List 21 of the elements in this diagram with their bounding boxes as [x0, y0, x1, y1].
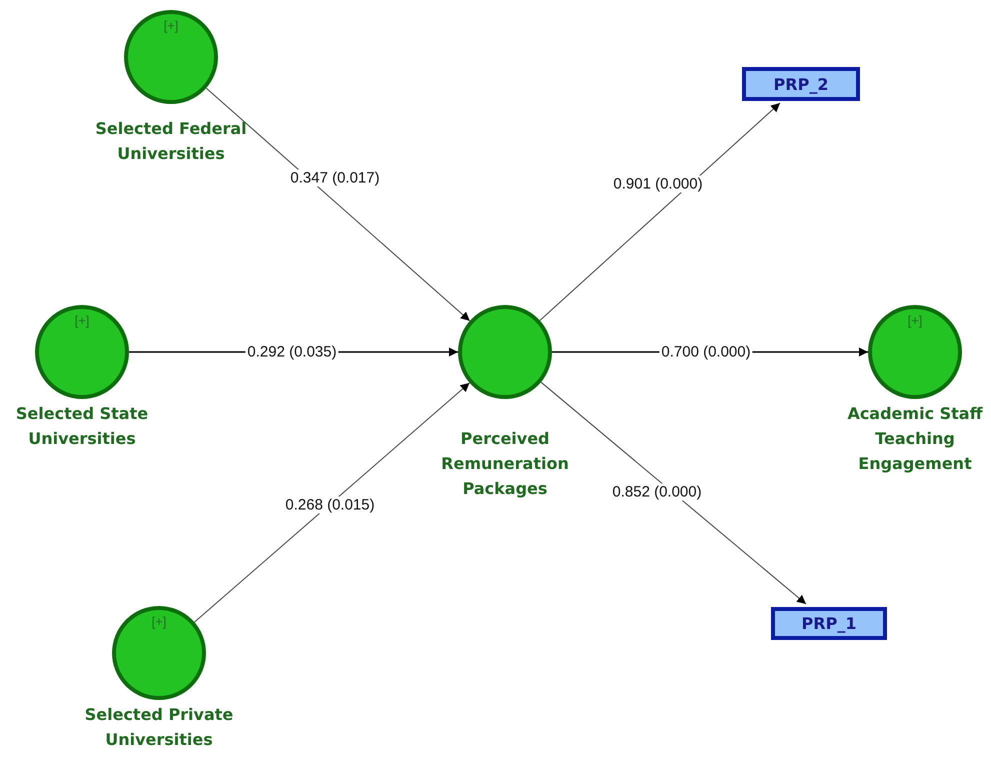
construct-label: Selected Private Universities	[84, 704, 234, 751]
indicator-box: PRP_1	[771, 607, 887, 640]
expand-marker: [+]	[74, 313, 90, 328]
construct-label: Selected Federal Universities	[94, 118, 248, 165]
edge-label: 0.268 (0.015)	[283, 496, 377, 514]
expand-marker: [+]	[150, 614, 168, 629]
arrow	[539, 102, 780, 321]
edge-label: 0.852 (0.000)	[610, 484, 704, 500]
arrow	[194, 382, 470, 623]
edge-label: 0.901 (0.000)	[611, 176, 705, 192]
edge-label: 0.292 (0.035)	[245, 344, 339, 360]
expand-marker: [+]	[162, 18, 180, 33]
edge-label: 0.347 (0.017)	[288, 170, 382, 186]
indicator-box: PRP_2	[742, 67, 860, 101]
construct-label: Perceived Remuneration Packages	[440, 428, 570, 500]
edge-label: 0.700 (0.000)	[659, 344, 753, 360]
expand-marker: [+]	[906, 313, 924, 328]
arrow	[206, 88, 470, 322]
construct-label: Selected State Universities	[14, 403, 150, 450]
construct-label: Academic Staff Teaching Engagement	[846, 403, 984, 475]
arrow	[540, 382, 806, 604]
